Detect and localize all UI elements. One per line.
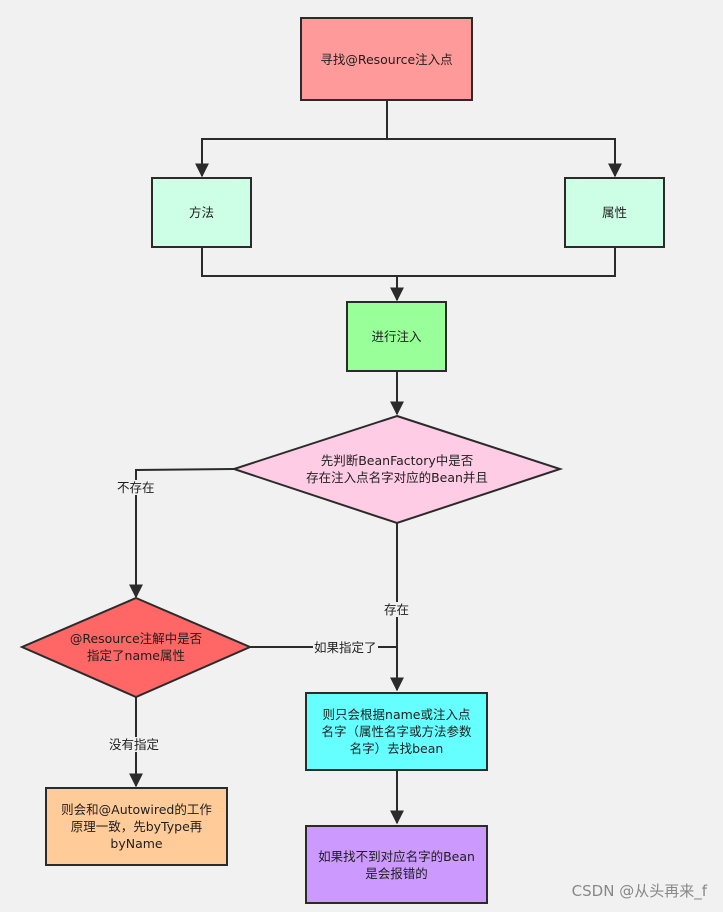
edge-find-to-field [387,138,622,178]
error-node: 如果找不到对应名字的Bean 是会报错的 [305,825,488,904]
decision-exists-text: 先判断BeanFactory中是否 存在注入点名字对应的Bean并且 [306,453,488,485]
edge-label-not-exists: 不存在 [116,480,156,495]
edge-label-exists: 存在 [383,602,411,617]
edge-not-exists [129,468,235,599]
field-node: 属性 [564,177,665,248]
decision-name-text: @Resource注解中是否 指定了name属性 [69,631,203,663]
watermark: CSDN @从头再来_f [571,882,707,900]
decision-name-shape [19,596,253,699]
edge-field-to-inject [397,247,616,277]
method-node: 方法 [151,177,252,248]
autowired-node: 则会和@Autowired的工作 原理一致，先byType再 byName [45,787,228,866]
edge-find-to-method [195,101,388,178]
by-name-node: 则只会根据name或注入点 名字（属性名字或方法参数 名字）去找bean [305,692,488,771]
decision-exists-shape [230,414,564,525]
edge-label-specified: 如果指定了 [313,640,378,655]
edge-method-to-inject [201,247,404,302]
find-resource-injection-point-node: 寻找@Resource注入点 [300,17,473,101]
inject-node: 进行注入 [346,301,447,372]
edge-label-not-specified: 没有指定 [108,737,161,752]
